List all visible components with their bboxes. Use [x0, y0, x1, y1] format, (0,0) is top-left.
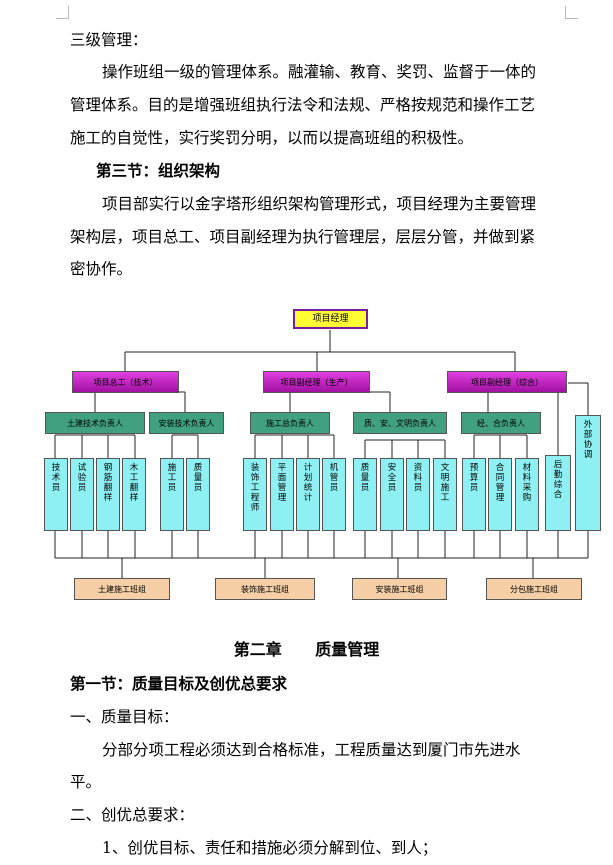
org-node-install-tech-lead: 安装技术负责人: [149, 412, 224, 434]
paragraph-line: 架构层，项目总工、项目副经理为执行管理层，层层分管，并做到紧: [70, 228, 536, 246]
paragraph-line: 分部分项工程必须达到合格标准，工程质量达到厦门市先进水: [102, 741, 521, 759]
org-node-civil-tech-lead: 土建技术负责人: [45, 412, 145, 434]
org-team-decoration: 装饰施工班组: [215, 578, 315, 600]
org-node-quality-safety-lead: 质、安、文明负责人: [353, 412, 447, 434]
org-role-machinery-officer: 机管员: [322, 458, 346, 531]
org-team-subcontract: 分包施工班组: [486, 578, 582, 600]
crop-mark-top-right: [565, 6, 578, 19]
org-node-project-manager: 项目经理: [293, 309, 368, 329]
org-node-economic-contract-lead: 经、合负责人: [461, 412, 541, 434]
org-role-construction-officer: 施工员: [160, 458, 184, 531]
org-role-site-layout: 平面管理: [270, 458, 294, 531]
section-heading: 第一节：质量目标及创优总要求: [70, 674, 288, 693]
paragraph-line: 二、创优总要求：: [70, 806, 195, 824]
org-role-budget-officer: 预算员: [462, 458, 486, 531]
org-role-technician: 技术员: [44, 458, 68, 531]
paragraph-line: 1、创优目标、责任和措施必须分解到位、到人；: [102, 839, 438, 857]
section-heading: 第三节：组织架构: [96, 161, 221, 180]
org-role-planning-statistics: 计划统计: [296, 458, 320, 531]
org-node-construction-lead: 施工总负责人: [250, 412, 330, 434]
org-role-contract-management: 合同管理: [488, 458, 512, 531]
org-role-decoration-engineer: 装饰工程师: [243, 458, 267, 531]
paragraph-line: 管理体系。目的是增强班组执行法令和法规、严格按规范和操作工艺: [70, 96, 536, 114]
org-role-tester: 试验员: [70, 458, 94, 531]
org-team-civil: 土建施工班组: [74, 578, 170, 600]
org-role-safety-officer: 安全员: [380, 458, 404, 531]
org-node-deputy-manager-production: 项目副经理（生产）: [263, 371, 370, 393]
org-role-rebar-layout: 钢筋翻样: [96, 458, 120, 531]
paragraph-line: 平。: [70, 773, 102, 791]
chapter-title: 第二章 质量管理: [233, 640, 380, 659]
org-role-logistics: 后勤综合: [545, 455, 571, 531]
crop-mark-top-left: [56, 6, 69, 19]
org-team-installation: 安装施工班组: [352, 578, 447, 600]
paragraph-line: 一、质量目标：: [70, 708, 179, 726]
org-role-documentation: 资料员: [406, 458, 430, 531]
org-role-carpentry-layout: 木工翻样: [122, 458, 146, 531]
paragraph-line: 三级管理：: [70, 31, 148, 49]
org-role-quality-officer: 质量员: [186, 458, 210, 531]
org-node-deputy-manager-general: 项目副经理（综合）: [447, 371, 567, 393]
org-role-civilized-construction: 文明施工: [433, 458, 457, 531]
paragraph-line: 密协作。: [70, 260, 133, 278]
org-role-external-coordination: 外部协调: [575, 415, 601, 531]
paragraph-line: 操作班组一级的管理体系。融灌输、教育、奖罚、监督于一体的: [102, 63, 537, 81]
paragraph-line: 施工的自觉性，实行奖罚分明，以而以提高班组的积极性。: [70, 129, 474, 147]
org-role-material-procurement: 材料采购: [515, 458, 539, 531]
paragraph-line: 项目部实行以金字塔形组织架构管理形式，项目经理为主要管理: [102, 195, 537, 213]
org-role-quality-officer-2: 质量员: [353, 458, 377, 531]
org-node-chief-engineer: 项目总工（技术）: [72, 371, 179, 393]
